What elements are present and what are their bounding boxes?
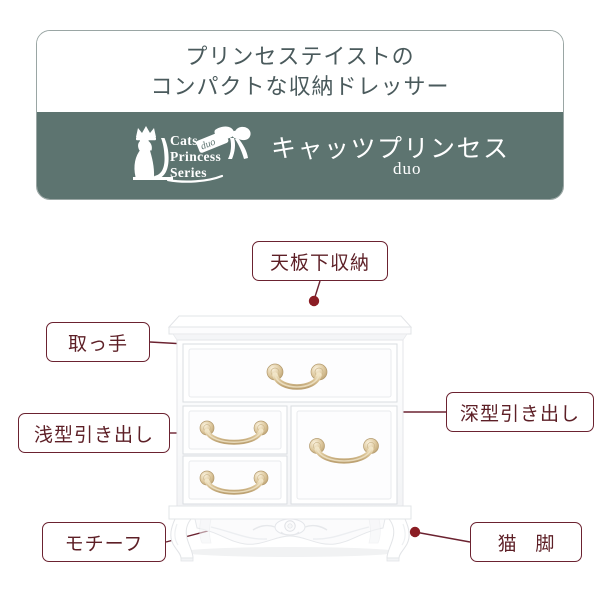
floor-shadow <box>182 547 398 557</box>
drawer-handle-shallow-lower <box>199 470 269 495</box>
shallow-drawer-upper <box>182 405 288 455</box>
logo-line-1: Cats <box>170 133 198 148</box>
header-card: プリンセステイストの コンパクトな収納ドレッサー <box>36 30 564 200</box>
shallow-drawer-lower <box>182 455 288 505</box>
brand-sub-label: duo <box>393 158 422 178</box>
header-title-area: プリンセステイストの コンパクトな収納ドレッサー <box>37 31 563 112</box>
logo-line-3: Series <box>170 165 207 180</box>
callout-handle[interactable]: 取っ手 <box>46 322 150 362</box>
header-title-line-1: プリンセステイストの <box>185 43 415 69</box>
rose-carving <box>252 518 328 536</box>
wide-top-drawer <box>182 343 398 403</box>
brand-name: キャッツプリンセス <box>271 135 510 163</box>
drawer-handle-deep <box>309 438 379 464</box>
carved-apron-motif <box>194 518 386 545</box>
product-image-dresser <box>155 296 425 566</box>
brand-text-block: キャッツプリンセス duo <box>271 125 508 187</box>
callout-cat-leg[interactable]: 猫 脚 <box>470 522 582 562</box>
drawer-handle-top <box>266 363 328 390</box>
cabriole-cat-leg-left <box>170 518 194 562</box>
brand-banner: Cats Princess Series <box>37 112 563 199</box>
logo-ribbon-text: duo <box>199 136 217 152</box>
base-rail <box>168 505 412 520</box>
crowned-cat-with-ribbon-logo: Cats Princess Series <box>129 123 257 189</box>
callout-shallow-drawer[interactable]: 浅型引き出し <box>18 413 170 453</box>
callout-deep-drawer[interactable]: 深型引き出し <box>446 392 594 432</box>
cabriole-cat-leg-right <box>386 518 410 562</box>
logo-line-2: Princess <box>170 149 221 164</box>
deep-drawer <box>290 405 398 505</box>
drawer-handle-shallow-upper <box>199 420 269 445</box>
callout-motif[interactable]: モチーフ <box>42 522 166 562</box>
callout-top-storage[interactable]: 天板下収納 <box>252 241 388 281</box>
header-title-line-2: コンパクトな収納ドレッサー <box>150 73 450 99</box>
top-board <box>167 315 413 341</box>
rear-legs-hint <box>199 518 381 544</box>
